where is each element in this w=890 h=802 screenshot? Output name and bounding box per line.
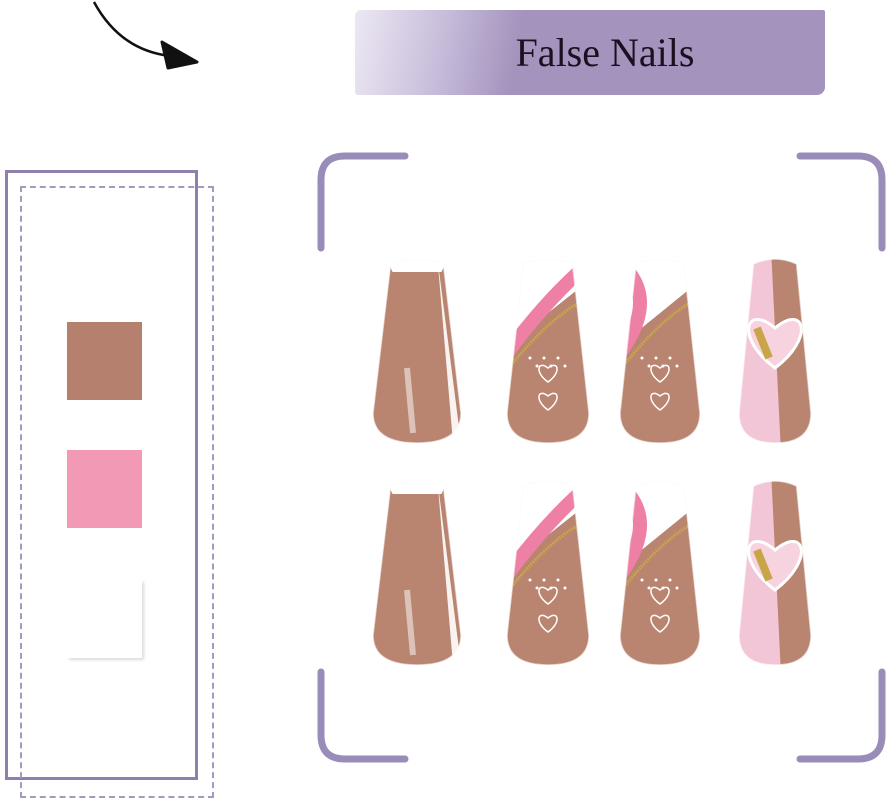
- nail-pink-heart-glitter: [738, 258, 812, 444]
- title-banner: [355, 10, 825, 95]
- nail-french-tip-nude: [372, 480, 462, 666]
- swatch-frame: [5, 170, 198, 780]
- bracket-bottom-left: [317, 668, 409, 763]
- nail-pink-swirl-hearts-glitter: [619, 258, 701, 444]
- bracket-bottom-right: [796, 668, 886, 763]
- corner-brackets: [317, 152, 886, 763]
- nail-french-tip-nude: [372, 258, 462, 444]
- bracket-top-right: [796, 152, 886, 252]
- color-swatch-pink: [67, 450, 142, 528]
- bracket-top-left: [317, 152, 409, 252]
- nail-pink-swirl-hearts: [506, 480, 590, 666]
- nail-pink-swirl-hearts-glitter: [619, 480, 701, 666]
- page-title: False Nails: [515, 30, 695, 75]
- color-swatch-white: [67, 580, 142, 658]
- nail-pink-swirl-hearts: [506, 258, 590, 444]
- arrow-icon: [92, 1, 199, 70]
- color-swatch-brown: [67, 322, 142, 400]
- swatch-frame-dashed: [20, 186, 214, 798]
- nail-pink-heart-glitter: [738, 480, 812, 666]
